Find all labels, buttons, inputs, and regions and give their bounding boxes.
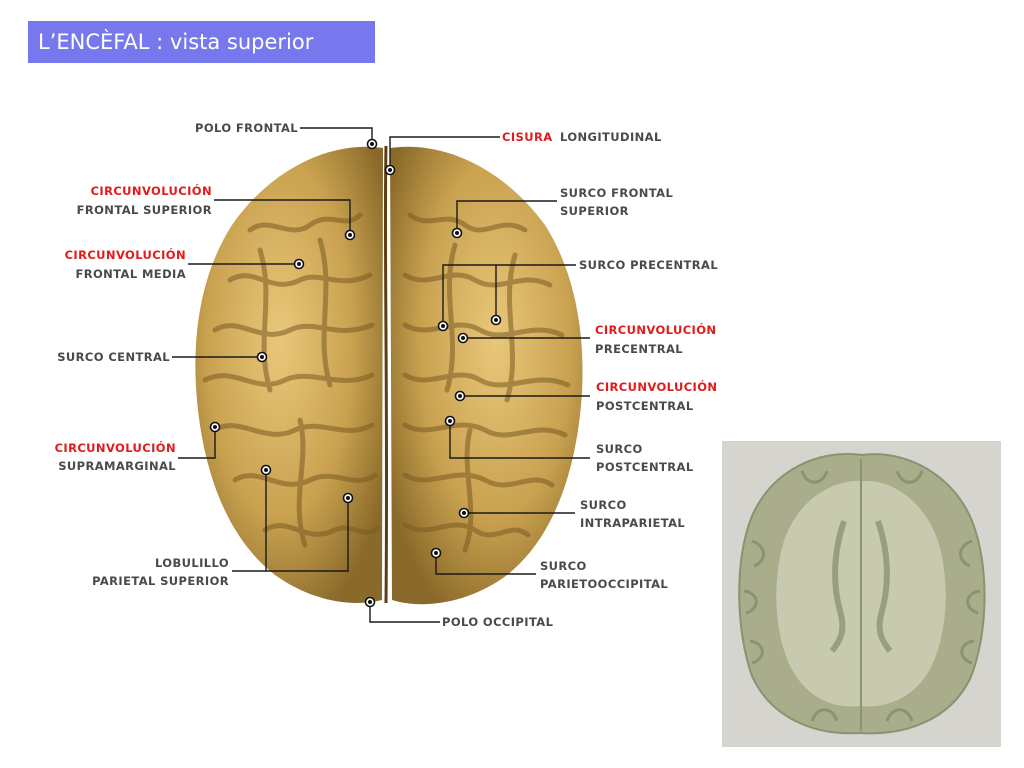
label-circ-frontal-media: FRONTAL MEDIA xyxy=(75,267,186,281)
label-surco-frontal-superior-1: SURCO FRONTAL xyxy=(560,186,673,200)
label-surco-central: SURCO CENTRAL xyxy=(57,350,170,364)
leader-lines xyxy=(172,127,590,623)
label-circ-supramarginal-red: CIRCUNVOLUCIÓN xyxy=(55,440,176,455)
label-surco-frontal-superior-2: SUPERIOR xyxy=(560,204,629,218)
brain-superior-view xyxy=(195,145,583,605)
label-polo-occipital: POLO OCCIPITAL xyxy=(442,615,554,629)
marker-dots xyxy=(209,138,502,608)
label-lobulillo-2: PARIETAL SUPERIOR xyxy=(92,574,229,588)
label-surco-intraparietal-1: SURCO xyxy=(580,498,627,512)
label-polo-frontal: POLO FRONTAL xyxy=(195,121,298,135)
label-circ-frontal-superior-red: CIRCUNVOLUCIÓN xyxy=(91,183,212,198)
label-lobulillo-1: LOBULILLO xyxy=(155,556,229,570)
label-circ-precentral-red: CIRCUNVOLUCIÓN xyxy=(595,322,716,337)
label-circ-precentral: PRECENTRAL xyxy=(595,342,683,356)
label-surco-parietooccipital-1: SURCO xyxy=(540,559,587,573)
label-surco-parietooccipital-2: PARIETOOCCIPITAL xyxy=(540,577,668,591)
label-surco-intraparietal-2: INTRAPARIETAL xyxy=(580,516,685,530)
label-circ-postcentral-red: CIRCUNVOLUCIÓN xyxy=(596,379,717,394)
label-surco-precentral: SURCO PRECENTRAL xyxy=(579,258,718,272)
slide-title: L’ENCÈFAL : vista superior xyxy=(28,21,375,63)
label-cisura-longitudinal: LONGITUDINAL xyxy=(560,130,662,144)
label-cisura-red: CISURA xyxy=(502,130,553,144)
label-circ-frontal-media-red: CIRCUNVOLUCIÓN xyxy=(65,247,186,262)
brain-section-photo xyxy=(722,441,1001,747)
label-circ-postcentral: POSTCENTRAL xyxy=(596,399,694,413)
label-circ-supramarginal: SUPRAMARGINAL xyxy=(58,459,176,473)
label-surco-postcentral-2: POSTCENTRAL xyxy=(596,460,694,474)
label-circ-frontal-superior: FRONTAL SUPERIOR xyxy=(77,203,212,217)
label-surco-postcentral-1: SURCO xyxy=(596,442,643,456)
